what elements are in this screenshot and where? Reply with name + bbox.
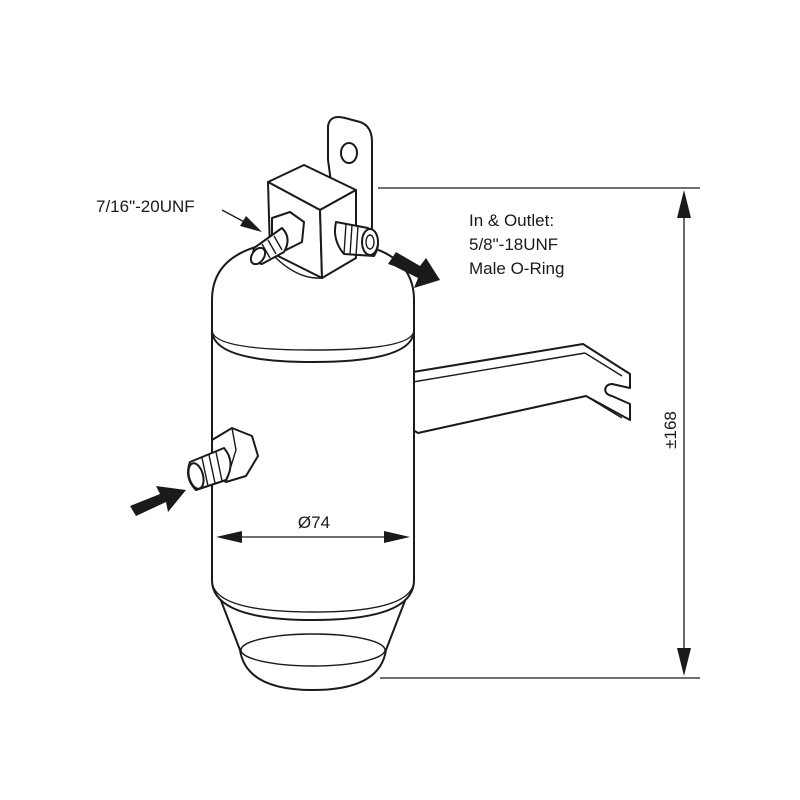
height-arrow-bottom-icon (677, 648, 691, 676)
inlet-arrow-icon (130, 486, 186, 516)
bracket-edge-top (412, 352, 586, 383)
top-outlet-thread-line3 (355, 225, 359, 257)
side-inlet-thread-line2 (208, 454, 216, 484)
side-inlet-fitting (187, 427, 259, 491)
height-arrow-top-icon (677, 190, 691, 218)
top-outlet-fitting (334, 221, 379, 257)
top-outlet-thread-line1 (343, 223, 347, 255)
diameter-dimension: Ø74 (216, 513, 410, 543)
outlet-label-line2: 5/8"-18UNF (469, 235, 558, 254)
cylinder-bottom-seam (211, 579, 415, 613)
lug-hole (340, 142, 358, 164)
inlet-leader-arrow-icon (240, 216, 262, 232)
side-inlet-mouth (187, 462, 205, 490)
top-outlet-mouth (361, 228, 379, 256)
top-inlet-thread-line3 (273, 235, 283, 251)
top-inlet-fitting (249, 211, 305, 266)
side-inlet-thread-line3 (215, 451, 223, 482)
top-outlet-bore (365, 234, 375, 250)
outlet-label-line3: Male O-Ring (469, 259, 564, 278)
bracket-strap (412, 343, 631, 434)
bracket-bend-top (584, 352, 623, 377)
diameter-arrow-right-icon (384, 531, 410, 543)
drier-body (211, 239, 415, 691)
top-inlet-thread-line2 (267, 239, 277, 255)
top-outlet-thread-line2 (349, 224, 353, 256)
height-dimension: ±168 (378, 187, 700, 679)
body-dome (211, 239, 415, 363)
outlet-arrow-icon (388, 252, 440, 288)
inlet-thread-callout: 7/16"-20UNF (96, 197, 262, 232)
inlet-thread-label: 7/16"-20UNF (96, 197, 195, 216)
cone-ring (240, 633, 386, 667)
diameter-arrow-left-icon (216, 531, 242, 543)
diameter-label: Ø74 (298, 513, 330, 532)
outlet-label-line1: In & Outlet: (469, 211, 554, 230)
height-label: ±168 (661, 411, 680, 449)
body-cylinder (211, 299, 415, 621)
mounting-bracket (412, 343, 631, 434)
bracket-bend-bottom (585, 395, 623, 419)
dome-seam (211, 329, 415, 351)
side-inlet-thread-line1 (201, 457, 209, 487)
top-inlet-mouth (249, 246, 267, 266)
outlet-thread-callout: In & Outlet: 5/8"-18UNF Male O-Ring (469, 211, 564, 278)
top-inlet-thread-line1 (261, 243, 271, 259)
